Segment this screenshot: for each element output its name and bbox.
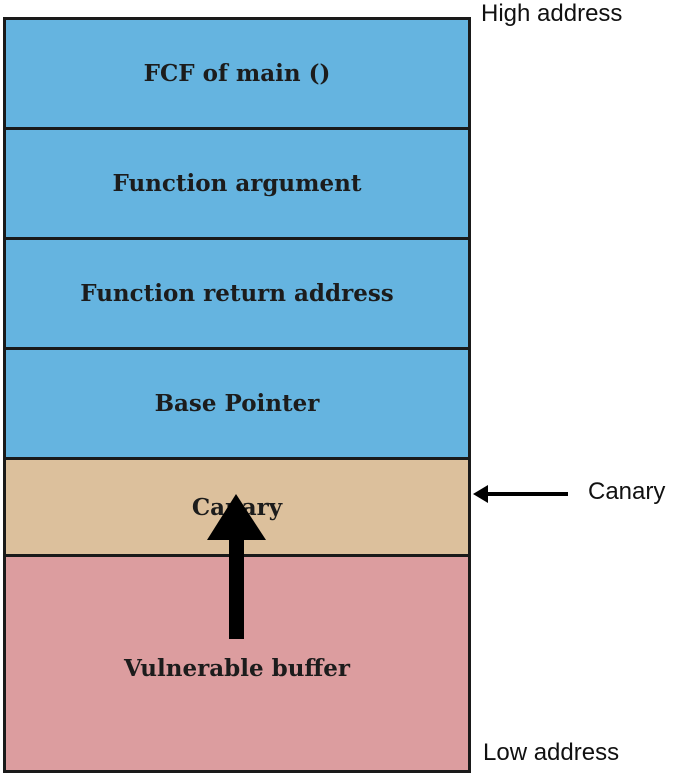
- segment-label: Function argument: [112, 170, 362, 197]
- segment-label: Base Pointer: [154, 390, 320, 417]
- stack-segment-fcf-main: FCF of main (): [6, 20, 468, 130]
- stack-segment-canary: Canary: [6, 460, 468, 557]
- canary-pointer-label: Canary: [588, 478, 666, 505]
- high-address-label: High address: [481, 0, 623, 27]
- segment-label: Vulnerable buffer: [123, 655, 351, 682]
- segment-label: Canary: [191, 493, 283, 521]
- canary-pointer-arrow-icon: [473, 485, 568, 503]
- segment-label: Function return address: [80, 280, 394, 307]
- segment-label: FCF of main (): [143, 60, 331, 87]
- low-address-label: Low address: [483, 739, 620, 766]
- stack-segment-return-address: Function return address: [6, 240, 468, 350]
- memory-stack: FCF of main () Function argument Functio…: [3, 17, 471, 773]
- stack-segment-vulnerable-buffer: Vulnerable buffer: [6, 557, 468, 770]
- stack-segment-base-pointer: Base Pointer: [6, 350, 468, 460]
- stack-segment-function-argument: Function argument: [6, 130, 468, 240]
